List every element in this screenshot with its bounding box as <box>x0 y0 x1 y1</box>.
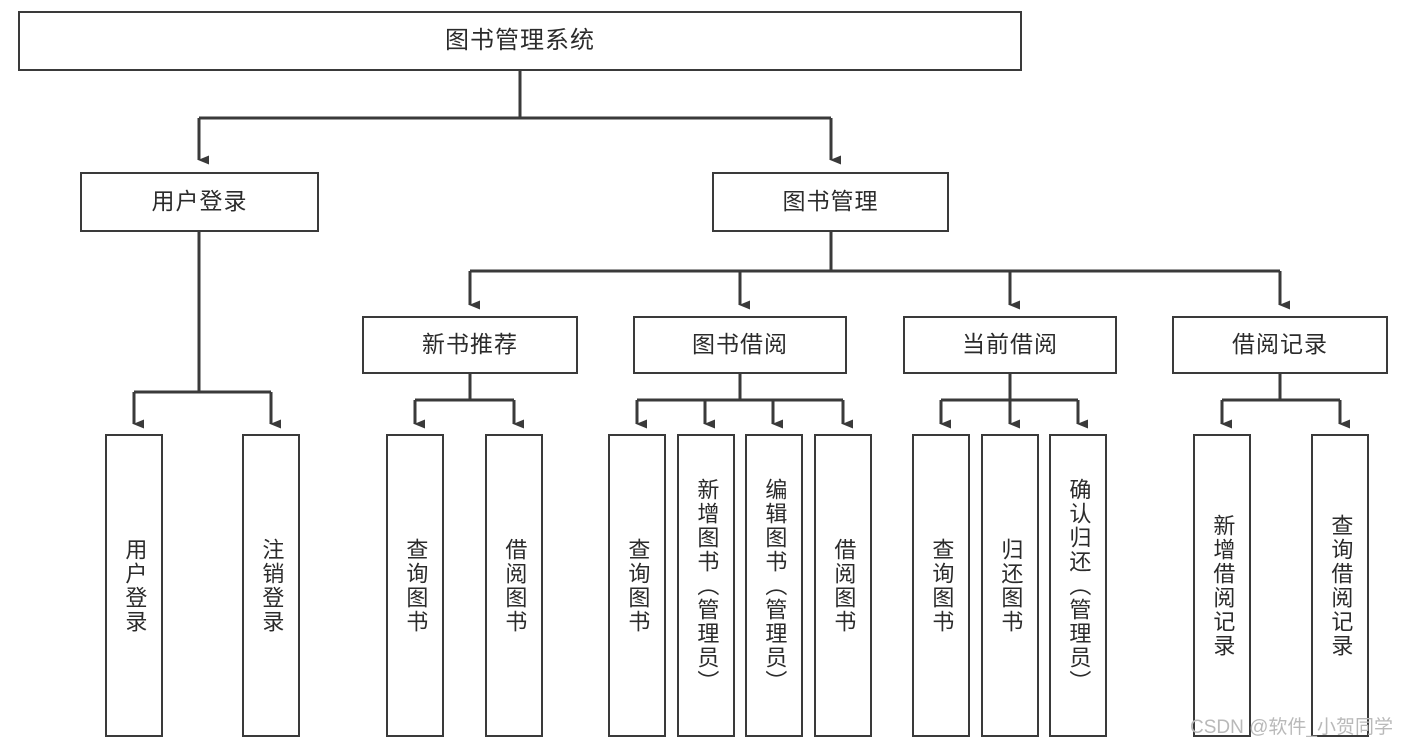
edges-book-manage-to-level3 <box>468 232 1290 310</box>
node-new-book-recommend[interactable]: 新书推荐 <box>362 316 578 374</box>
edges-book-borrow-to-leaves <box>635 374 853 429</box>
leaf-user-login-label: 用户登录 <box>122 537 148 634</box>
leaf-query-book-1[interactable]: 查询图书 <box>386 434 444 737</box>
edges-new-book-recommend-to-leaves <box>413 374 524 429</box>
leaf-confirm-return-label: 确认归还（管理员） <box>1066 477 1092 694</box>
node-book-manage[interactable]: 图书管理 <box>712 172 949 232</box>
leaf-confirm-return[interactable]: 确认归还（管理员） <box>1049 434 1107 737</box>
node-book-borrow[interactable]: 图书借阅 <box>633 316 847 374</box>
leaf-add-book-label: 新增图书（管理员） <box>694 477 720 694</box>
node-new-book-recommend-label: 新书推荐 <box>422 331 518 358</box>
leaf-borrow-book-1[interactable]: 借阅图书 <box>485 434 543 737</box>
leaf-add-record[interactable]: 新增借阅记录 <box>1193 434 1251 737</box>
leaf-add-record-label: 新增借阅记录 <box>1210 513 1236 658</box>
node-root-system[interactable]: 图书管理系统 <box>18 11 1022 71</box>
leaf-add-book[interactable]: 新增图书（管理员） <box>677 434 735 737</box>
node-user-login-label: 用户登录 <box>151 188 248 215</box>
node-borrow-record[interactable]: 借阅记录 <box>1172 316 1388 374</box>
leaf-logout-login[interactable]: 注销登录 <box>242 434 300 737</box>
leaf-query-record-label: 查询借阅记录 <box>1328 513 1354 658</box>
edges-current-borrow-to-leaves <box>939 374 1088 429</box>
node-current-borrow-label: 当前借阅 <box>962 331 1058 358</box>
node-root-label: 图书管理系统 <box>445 26 595 54</box>
node-book-manage-label: 图书管理 <box>782 188 879 215</box>
leaf-return-book[interactable]: 归还图书 <box>981 434 1039 737</box>
node-user-login[interactable]: 用户登录 <box>80 172 319 232</box>
node-borrow-record-label: 借阅记录 <box>1232 331 1328 358</box>
edges-root-to-level2 <box>197 71 841 165</box>
leaf-logout-login-label: 注销登录 <box>259 537 285 634</box>
csdn-watermark: CSDN @软件_小贺同学 <box>1190 717 1393 738</box>
leaf-edit-book-label: 编辑图书（管理员） <box>762 477 788 694</box>
leaf-query-record[interactable]: 查询借阅记录 <box>1311 434 1369 737</box>
node-book-borrow-label: 图书借阅 <box>692 331 788 358</box>
leaf-borrow-book-2[interactable]: 借阅图书 <box>814 434 872 737</box>
leaf-query-book-2[interactable]: 查询图书 <box>608 434 666 737</box>
leaf-borrow-book-1-label: 借阅图书 <box>502 537 528 634</box>
leaf-query-book-2-label: 查询图书 <box>625 537 651 634</box>
edges-user-login-to-leaves <box>132 232 281 429</box>
leaf-borrow-book-2-label: 借阅图书 <box>831 537 857 634</box>
node-current-borrow[interactable]: 当前借阅 <box>903 316 1117 374</box>
leaf-edit-book[interactable]: 编辑图书（管理员） <box>745 434 803 737</box>
leaf-user-login[interactable]: 用户登录 <box>105 434 163 737</box>
leaf-query-book-3-label: 查询图书 <box>929 537 955 634</box>
edges-borrow-record-to-leaves <box>1220 374 1350 429</box>
leaf-query-book-3[interactable]: 查询图书 <box>912 434 970 737</box>
leaf-query-book-1-label: 查询图书 <box>403 537 429 634</box>
leaf-return-book-label: 归还图书 <box>998 537 1024 634</box>
